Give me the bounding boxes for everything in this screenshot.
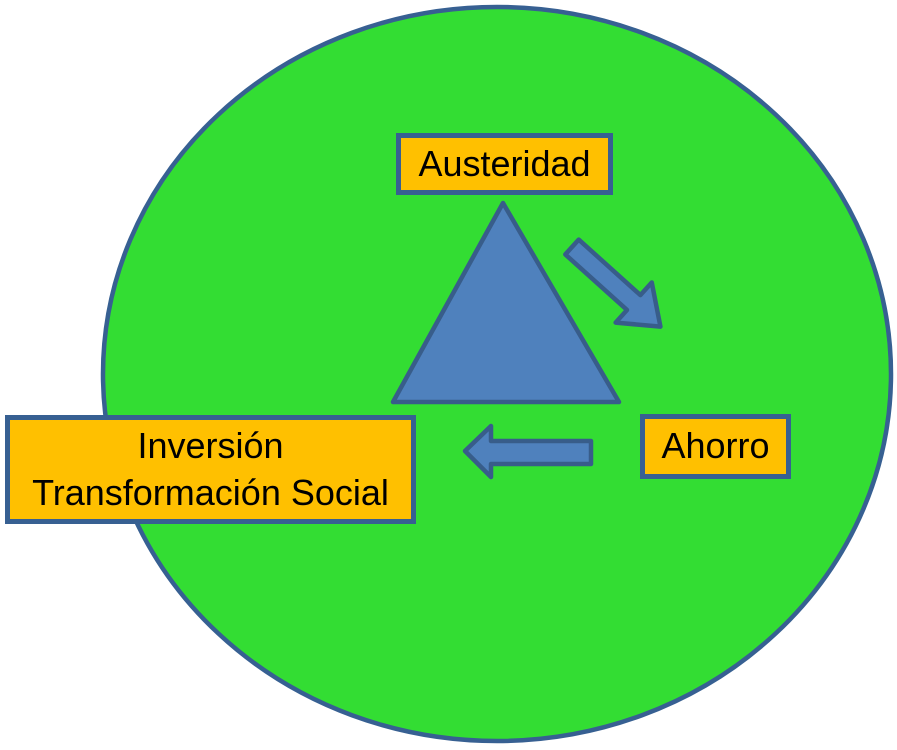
label-ahorro-text: Ahorro <box>661 425 770 467</box>
label-austeridad: Austeridad <box>396 133 613 195</box>
label-inversion-line2: Transformación Social <box>32 471 389 513</box>
arrow-left-icon <box>462 423 594 480</box>
label-inversion-transformacion: Inversión Transformación Social <box>5 415 416 524</box>
arrow-down-right-icon <box>563 237 663 329</box>
label-austeridad-text: Austeridad <box>418 142 591 184</box>
triangle-shape <box>390 200 622 405</box>
label-inversion-line1: Inversión <box>137 424 284 466</box>
label-ahorro: Ahorro <box>640 414 791 479</box>
